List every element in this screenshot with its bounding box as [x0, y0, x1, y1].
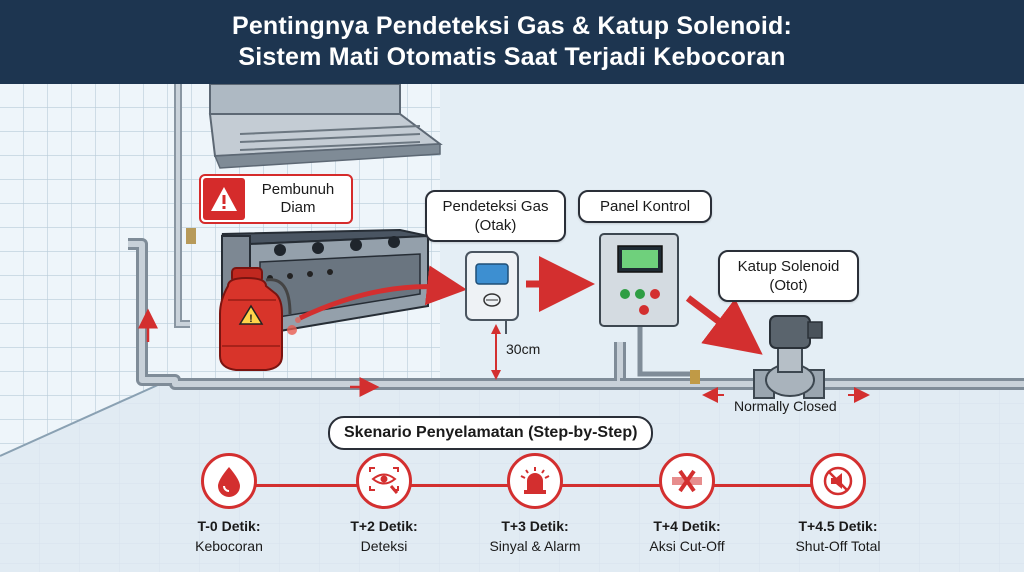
valve-label-line1: Katup Solenoid: [737, 258, 840, 275]
step-time: T+4.5 Detik:: [798, 518, 878, 534]
step-desc: Kebocoran: [195, 538, 263, 554]
panel-label: Panel Kontrol: [578, 190, 712, 223]
shut-off-icon: [810, 453, 866, 509]
step-leak: T-0 Detik: Kebocoran: [159, 453, 299, 555]
valve-label-line2: (Otot): [769, 277, 808, 294]
height-dimension: [491, 324, 501, 380]
cutoff-arrow: [685, 295, 763, 355]
step-cutoff: T+4 Detik: Aksi Cut-Off: [617, 453, 757, 555]
step-desc: Aksi Cut-Off: [649, 538, 725, 554]
title-bar: Pentingnya Pendeteksi Gas & Katup Soleno…: [0, 0, 1024, 84]
lpg-cylinder: !: [219, 267, 301, 371]
range-hood: [208, 84, 443, 169]
step-detect: T+2 Detik: Deteksi: [314, 453, 454, 555]
page-subtitle: Sistem Mati Otomatis Saat Terjadi Keboco…: [238, 43, 786, 71]
step-desc: Deteksi: [360, 538, 408, 554]
leak-arrow: [298, 265, 467, 321]
detector-label: Pendeteksi Gas (Otak): [425, 190, 566, 242]
step-time: T-0 Detik:: [197, 518, 261, 534]
step-desc: Sinyal & Alarm: [489, 538, 581, 554]
cut-off-icon: [659, 453, 715, 509]
gas-detector: [465, 251, 519, 321]
step-shutoff: T+4.5 Detik: Shut-Off Total: [768, 453, 908, 555]
svg-text:!: !: [249, 313, 253, 325]
danger-label-line2: Diam: [280, 199, 316, 216]
height-label: 30cm: [506, 341, 541, 357]
alarm-siren-icon: [507, 453, 563, 509]
panel-label-line1: Panel Kontrol: [599, 198, 691, 215]
detector-label-line2: (Otak): [474, 217, 517, 234]
eye-detect-icon: [356, 453, 412, 509]
step-desc: Shut-Off Total: [795, 538, 881, 554]
scenario-title: Skenario Penyelamatan (Step-by-Step): [328, 416, 654, 450]
gas-drop-icon: [201, 453, 257, 509]
danger-badge: Pembunuh Diam: [199, 174, 353, 224]
solenoid-valve: [753, 315, 825, 399]
valve-state-label: Normally Closed: [734, 398, 837, 414]
warning-triangle-icon: [203, 178, 245, 220]
tiled-wall: [0, 84, 160, 456]
danger-label-line1: Pembunuh: [261, 181, 335, 198]
valve-label: Katup Solenoid (Otot): [718, 250, 859, 302]
step-time: T+2 Detik:: [350, 518, 418, 534]
step-time: T+3 Detik:: [501, 518, 569, 534]
step-alarm: T+3 Detik: Sinyal & Alarm: [465, 453, 605, 555]
control-panel: [599, 233, 679, 327]
step-time: T+4 Detik:: [653, 518, 721, 534]
page-title: Pentingnya Pendeteksi Gas & Katup Soleno…: [231, 12, 793, 40]
detector-label-line1: Pendeteksi Gas: [442, 198, 549, 215]
